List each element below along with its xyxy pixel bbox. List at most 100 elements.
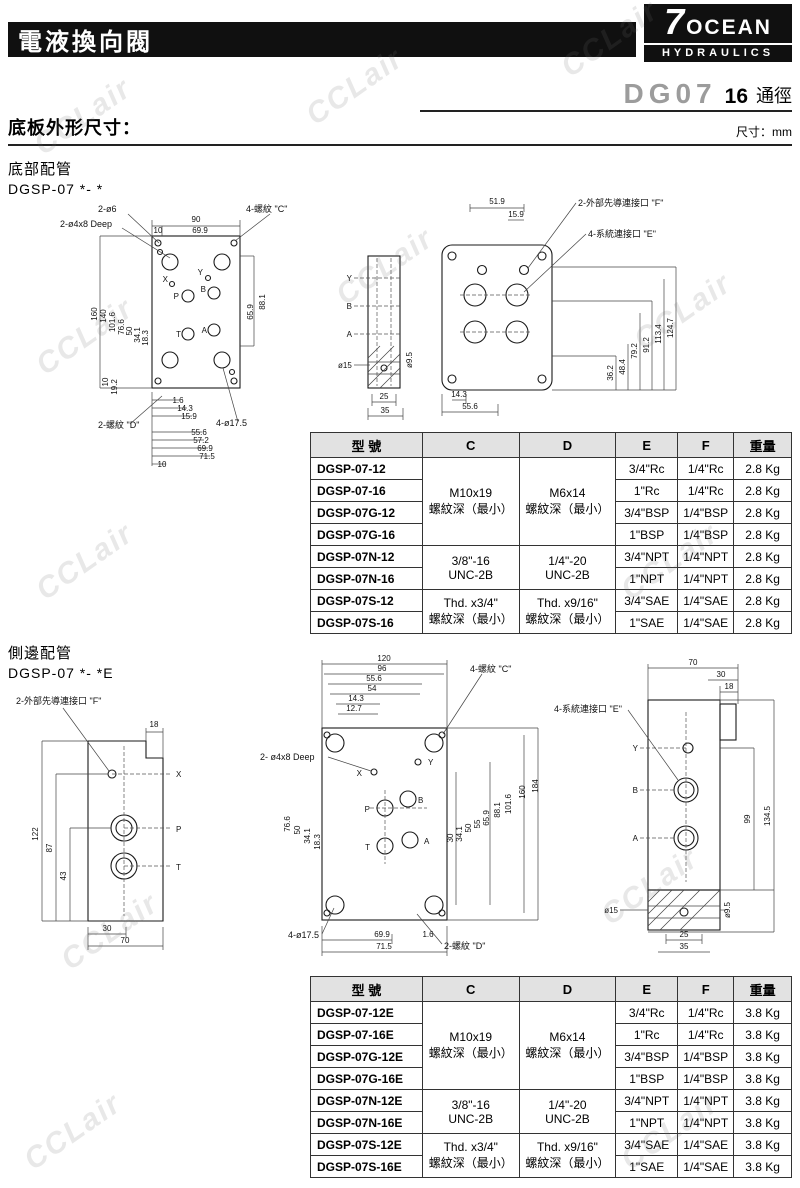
section-heading-row: 底板外形尺寸： 尺寸：mm (8, 116, 792, 146)
dim-label: 69.9 (197, 444, 213, 453)
model-cell: DGSP-07G-16E (310, 1067, 423, 1090)
dim-label: 99 (743, 814, 752, 823)
dim-label: 14.3 (348, 694, 364, 703)
logo-seven: 7 (664, 1, 685, 42)
leader-lines (640, 712, 688, 882)
weight-cell: 3.8 Kg (733, 1001, 792, 1024)
port-label: X (163, 275, 169, 284)
thread-spec-cell: Thd. x3/4"螺紋深（最小） (421, 589, 520, 634)
dim-label: ø9.5 (723, 901, 732, 918)
dim-label: 35 (381, 406, 390, 415)
port-label: Y (428, 758, 434, 767)
port-size-cell: 3/4"NPT (615, 1089, 679, 1112)
plate-outline (441, 244, 553, 391)
thread-spec-cell: Thd. x9/16"螺紋深（最小） (518, 589, 617, 634)
dim-label: 90 (192, 215, 201, 224)
port-label: X (357, 769, 363, 778)
dim-label: 14.3 (177, 404, 193, 413)
model-cell: DGSP-07N-12 (310, 545, 423, 568)
port-label: Y (347, 274, 353, 283)
port-size-cell: 3/4"Rc (615, 457, 679, 480)
column-header: 重量 (733, 432, 792, 458)
dim-label: 87 (45, 843, 54, 852)
dim-label: 76.6 (117, 319, 126, 335)
dim-label: 88.1 (258, 294, 267, 310)
weight-cell: 2.8 Kg (733, 501, 792, 524)
model-number: DG07 (623, 78, 717, 109)
dim-label: 4-螺紋 "C" (246, 203, 287, 214)
brand-logo-wordmark: 7 OCEAN (644, 4, 792, 40)
dim-label: 65.9 (246, 304, 255, 320)
dim-label: 65.9 (482, 810, 491, 826)
dim-label: 160 (518, 785, 527, 799)
port-size-cell: 1"Rc (615, 1023, 679, 1046)
port-label: B (418, 796, 423, 805)
port-label: T (176, 863, 181, 872)
dim-label: ø9.5 (405, 351, 414, 368)
port-size-cell: 1"Rc (615, 479, 679, 502)
subsection-side-piping-title: 側邊配管 (8, 645, 73, 662)
port-label: P (365, 805, 370, 814)
dim-label: 4-系統連接口 "E" (554, 703, 622, 714)
weight-cell: 2.8 Kg (733, 611, 792, 634)
unit-note: 尺寸：mm (736, 125, 792, 139)
port-size-cell: 3/4"SAE (615, 1133, 679, 1156)
port-size-cell: 1/4"Rc (677, 479, 735, 502)
model-cell: DGSP-07G-16 (310, 523, 423, 546)
port-size-cell: 1/4"NPT (677, 1111, 735, 1134)
weight-cell: 2.8 Kg (733, 567, 792, 590)
port-label: A (202, 326, 208, 335)
dim-label: 43 (59, 871, 68, 880)
brand-logo: 7 OCEAN HYDRAULICS (644, 4, 792, 62)
port-size-cell: 1/4"BSP (677, 1045, 735, 1068)
dim-label: 30 (446, 833, 455, 842)
model-heading: DG07 16 通徑 (420, 80, 792, 112)
dim-label: 54 (368, 684, 377, 693)
thread-spec-cell: Thd. x9/16"螺紋深（最小） (518, 1133, 617, 1178)
column-header: 重量 (733, 976, 792, 1002)
dim-label: 10 (158, 460, 167, 469)
column-header: D (518, 432, 617, 458)
dim-label: 50 (464, 823, 473, 832)
port-size-cell: 1/4"NPT (677, 545, 735, 568)
port-size-cell: 1/4"SAE (677, 611, 735, 634)
dim-label: 122 (31, 827, 40, 841)
section-heading: 底板外形尺寸： (8, 118, 141, 138)
port-label: X (176, 770, 182, 779)
thread-spec-cell: Thd. x3/4"螺紋深（最小） (421, 1133, 520, 1178)
dim-label: 25 (680, 930, 689, 939)
dimension-lines (441, 202, 677, 416)
dim-label: 2-螺紋 "D" (444, 940, 485, 951)
dim-label: 1.6 (172, 396, 184, 405)
dim-label: 55.6 (462, 402, 478, 411)
port-size-cell: 1/4"BSP (677, 523, 735, 546)
dim-label: 70 (121, 936, 130, 945)
column-header: F (677, 432, 735, 458)
dim-label: 2-外部先導連接口 "F" (16, 695, 101, 706)
dim-label: 69.9 (192, 226, 208, 235)
weight-cell: 3.8 Kg (733, 1111, 792, 1134)
model-cell: DGSP-07-16 (310, 479, 423, 502)
dim-label: 10 (101, 377, 110, 386)
port-size-cell: 1"BSP (615, 523, 679, 546)
port-label: Y (633, 744, 639, 753)
dim-label: 4-系統連接口 "E" (588, 228, 656, 239)
model-cell: DGSP-07S-16 (310, 611, 423, 634)
port-size-cell: 1/4"Rc (677, 457, 735, 480)
model-cell: DGSP-07-12E (310, 1001, 423, 1024)
dim-label: 96 (378, 664, 387, 673)
dimension-lines (620, 664, 775, 953)
dim-label: 101.6 (108, 311, 117, 332)
dim-label: 30 (103, 924, 112, 933)
dim-label: 50 (293, 825, 302, 834)
